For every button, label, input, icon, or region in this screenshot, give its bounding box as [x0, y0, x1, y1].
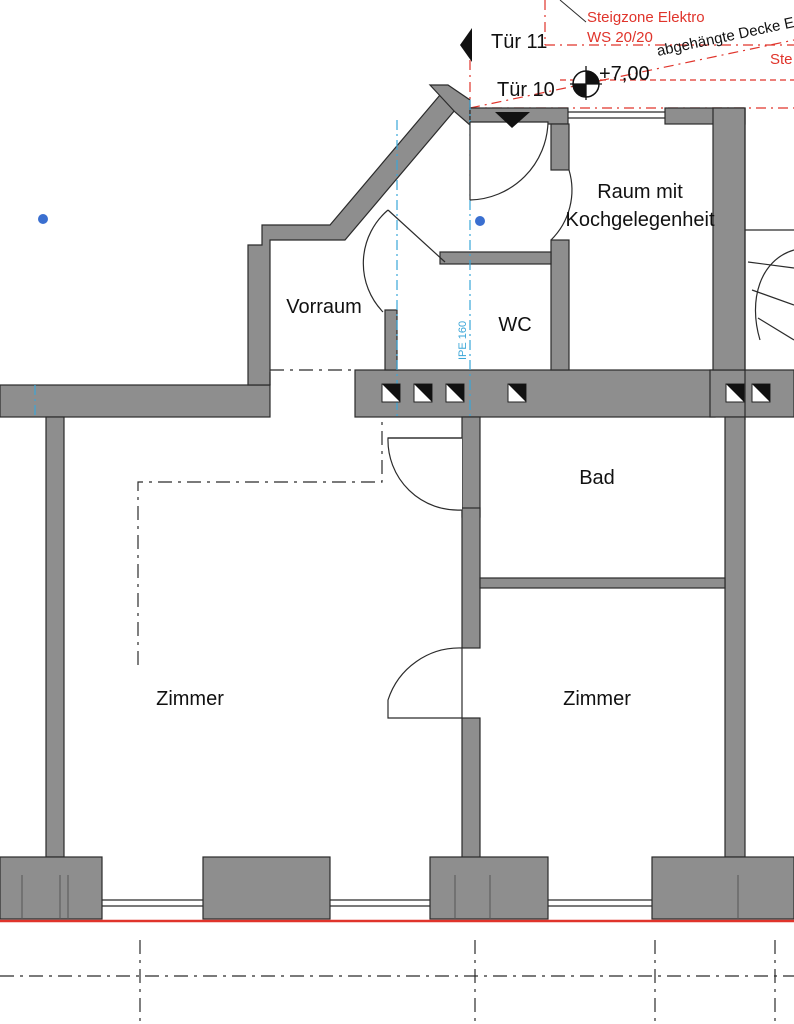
label-bad: Bad [579, 467, 615, 489]
label-kitchen-line1: Raum mit [597, 181, 683, 203]
label-door-11: Tür 11 [491, 31, 547, 53]
label-ws: WS 20/20 [587, 29, 653, 46]
label-ste: Ste [770, 51, 793, 68]
label-door-10: Tür 10 [497, 79, 555, 101]
label-level: +7,00 [599, 63, 650, 85]
axis-dot-left [38, 214, 48, 224]
label-vorraum: Vorraum [286, 296, 362, 318]
label-ipe: IPE 160 [457, 321, 469, 360]
label-zimmer-right: Zimmer [563, 688, 631, 710]
axis-lines [34, 100, 471, 420]
label-zimmer-left: Zimmer [156, 688, 224, 710]
label-steigzone: Steigzone Elektro [587, 9, 705, 26]
stair-segment [744, 108, 794, 420]
walls [0, 84, 794, 920]
lower-floor-outline [0, 940, 794, 1024]
door-markers [460, 28, 530, 128]
flue-boxes [381, 383, 771, 403]
label-wc: WC [498, 314, 531, 336]
doors [362, 121, 573, 719]
facade-details [21, 875, 739, 919]
door-10-arrow-icon [495, 112, 530, 128]
level-marker-icon [570, 66, 602, 100]
label-kitchen-line2: Kochgelegenheit [565, 209, 714, 231]
ceiling-outline [137, 369, 383, 665]
door-11-arrow-icon [460, 28, 472, 62]
axis-dot-center [475, 216, 485, 226]
